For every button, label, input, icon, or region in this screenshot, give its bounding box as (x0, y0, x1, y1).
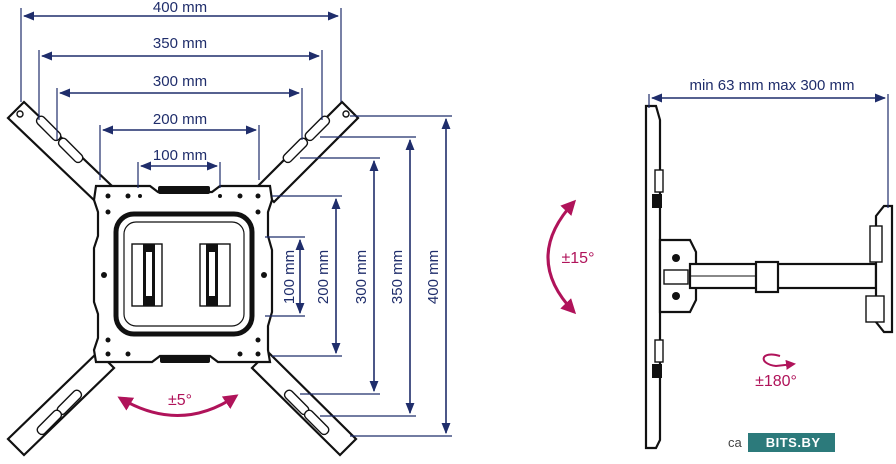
swivel-indicator: ±5° (117, 392, 239, 417)
extension-label: min 63 mm max 300 mm (689, 77, 854, 94)
dim-label-300-h: 300 mm (153, 73, 207, 90)
front-view-mount (6, 100, 360, 457)
rotation-label: ±180° (755, 373, 797, 390)
watermark-prefix: ca (728, 434, 742, 450)
watermark-logo: BITS.BY (747, 432, 835, 452)
arm-bottom-left (6, 350, 116, 457)
swivel-arrow (117, 394, 239, 417)
arm-collar (754, 260, 780, 294)
extension-dimension: min 63 mm max 300 mm (648, 77, 889, 208)
dim-label-200-v: 200 mm (315, 250, 332, 304)
watermark: ca BITS.BY (728, 432, 835, 452)
dim-label-350-v: 350 mm (389, 250, 406, 304)
rotation-arrow (762, 353, 796, 370)
dim-label-350-h: 350 mm (153, 35, 207, 52)
rotation-indicator: ±180° (755, 353, 797, 390)
horizontal-dimensions: 400 mm 350 mm 300 mm 200 mm 100 mm (20, 0, 342, 188)
dim-label-300-v: 300 mm (353, 250, 370, 304)
dim-label-400-v: 400 mm (425, 250, 442, 304)
tilt-indicator: ±15° (546, 199, 595, 315)
dim-label-100-v: 100 mm (281, 250, 298, 304)
arm-bottom-right (250, 350, 358, 457)
tilt-label: ±15° (562, 250, 595, 267)
dim-label-200-h: 200 mm (153, 111, 207, 128)
vesa-bracket-left (131, 243, 163, 307)
vertical-dimensions: 100 mm 200 mm 300 mm 350 mm 400 mm (265, 115, 452, 437)
plate-top-bar (158, 186, 210, 194)
dim-label-400-h: 400 mm (153, 0, 207, 16)
plate-holes (101, 193, 267, 357)
side-view-mount (644, 104, 894, 450)
swivel-label: ±5° (168, 392, 192, 409)
tv-plate-side (644, 104, 662, 450)
arm-top-left (6, 100, 114, 204)
vesa-bracket-right (199, 243, 231, 307)
plate-bottom-bar (160, 356, 210, 363)
tilt-arrow (546, 199, 577, 315)
dim-label-100-h: 100 mm (153, 147, 207, 164)
arm-top-right (256, 100, 360, 204)
